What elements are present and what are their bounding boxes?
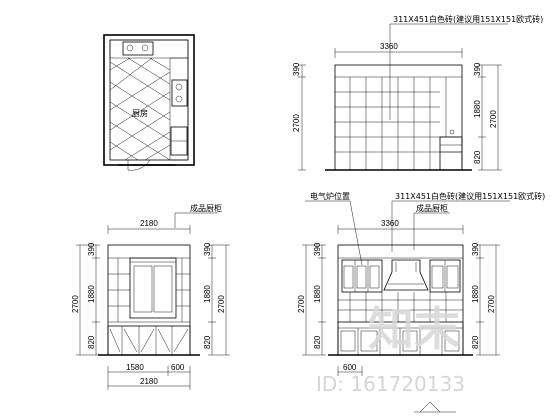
- elev-c-stove-note: 电气炉位置: [310, 191, 350, 201]
- elev-a-right-dim-1: 390: [473, 62, 482, 76]
- elev-a-right-dim-3: 2700: [489, 110, 498, 128]
- elev-b-left-dim-4: 820: [87, 335, 96, 349]
- plan-floor-tiles: [109, 57, 171, 161]
- elev-b-window: [129, 257, 177, 319]
- elev-c-bottom-dim-1: 600: [343, 363, 357, 372]
- elevation-a: 311X451白色砖(建议用151X151欧式砖) 3360 390 2700: [292, 14, 543, 171]
- watermark-id: ID: 161720133: [316, 372, 465, 396]
- sink-drain-icon: [126, 44, 134, 52]
- elev-c-left-dim-1: 390: [313, 242, 322, 256]
- elev-b-bottom-dim-1: 1580: [126, 363, 144, 372]
- stove-icon: [171, 79, 188, 107]
- elev-c-tile-note: 311X451白色砖(建议用151X151欧式砖): [395, 191, 545, 201]
- elev-c-right-dim-3: 2700: [487, 295, 496, 313]
- plan-room-label: 厨房: [132, 108, 148, 118]
- elev-b-bottom-dim-2: 600: [171, 363, 185, 372]
- elev-b-right-dim-3: 2700: [217, 295, 226, 313]
- plan-counter-right: [169, 57, 189, 161]
- watermark-logo: 知末: [368, 302, 460, 356]
- sink-icon: [122, 41, 154, 56]
- elev-a-width-dim: 3360: [380, 42, 398, 51]
- elev-c-cabinet-note: 成品厨柜: [416, 203, 448, 213]
- elev-a-outlet-icon: [449, 129, 455, 135]
- section-marker: [414, 401, 456, 413]
- elev-a-left-dim-1: 390: [292, 62, 301, 76]
- elev-a-base-cabinet: [439, 136, 463, 171]
- elevation-b: 成品厨柜 2180 390 1880 2700 820: [71, 203, 230, 390]
- elev-c-right-dim-2: 1880: [471, 285, 480, 303]
- elev-c-right-dim-1: 390: [471, 242, 480, 256]
- elev-a-tile-grid: [335, 77, 462, 170]
- elev-a-wall: [334, 64, 463, 171]
- elev-c-right-dim-4: 820: [471, 335, 480, 349]
- elev-a-right-dim-4: 820: [473, 150, 482, 164]
- burner-icon: [175, 95, 183, 103]
- elev-b-cabinet-note: 成品厨柜: [190, 203, 222, 213]
- watermark: 知末 ID: 161720133: [316, 302, 465, 396]
- elev-a-tile-note: 311X451白色砖(建议用151X151欧式砖): [393, 14, 543, 24]
- elev-b-bottom-total: 2180: [140, 377, 158, 386]
- elev-b-base-cabinet: [107, 325, 191, 356]
- elev-b-left-dim-2: 1880: [87, 285, 96, 303]
- elev-a-left-dim-2: 2700: [292, 114, 301, 132]
- elev-b-right-dim-4: 820: [203, 335, 212, 349]
- elev-c-left-dim-3: 2700: [297, 295, 306, 313]
- elev-c-upper-cabinet-left: [341, 259, 383, 293]
- elev-c-range-hood: [383, 259, 429, 291]
- elev-c-stove-leader: [349, 200, 363, 266]
- elev-b-left-dim-1: 390: [87, 242, 96, 256]
- elevation-c: 电气炉位置 311X451白色砖(建议用151X151欧式砖) 成品厨柜 336…: [297, 191, 545, 376]
- plan-counter-top: [109, 39, 189, 59]
- elev-c-left-dim-4: 820: [313, 335, 322, 349]
- elev-c-width-dim: 3360: [381, 219, 399, 228]
- elev-b-width-dim: 2180: [140, 219, 158, 228]
- elev-c-left-dim-2: 1880: [313, 285, 322, 303]
- sink-drain-icon: [141, 44, 149, 52]
- elev-a-right-dim-2: 1880: [473, 100, 482, 118]
- kitchen-floor-plan: 厨房: [103, 34, 195, 171]
- elev-b-right-dim-2: 1880: [203, 285, 212, 303]
- elev-b-left-dim-3: 2700: [71, 295, 80, 313]
- burner-icon: [175, 83, 183, 91]
- elev-b-right-dim-1: 390: [203, 242, 212, 256]
- elev-b-wall: [107, 244, 191, 356]
